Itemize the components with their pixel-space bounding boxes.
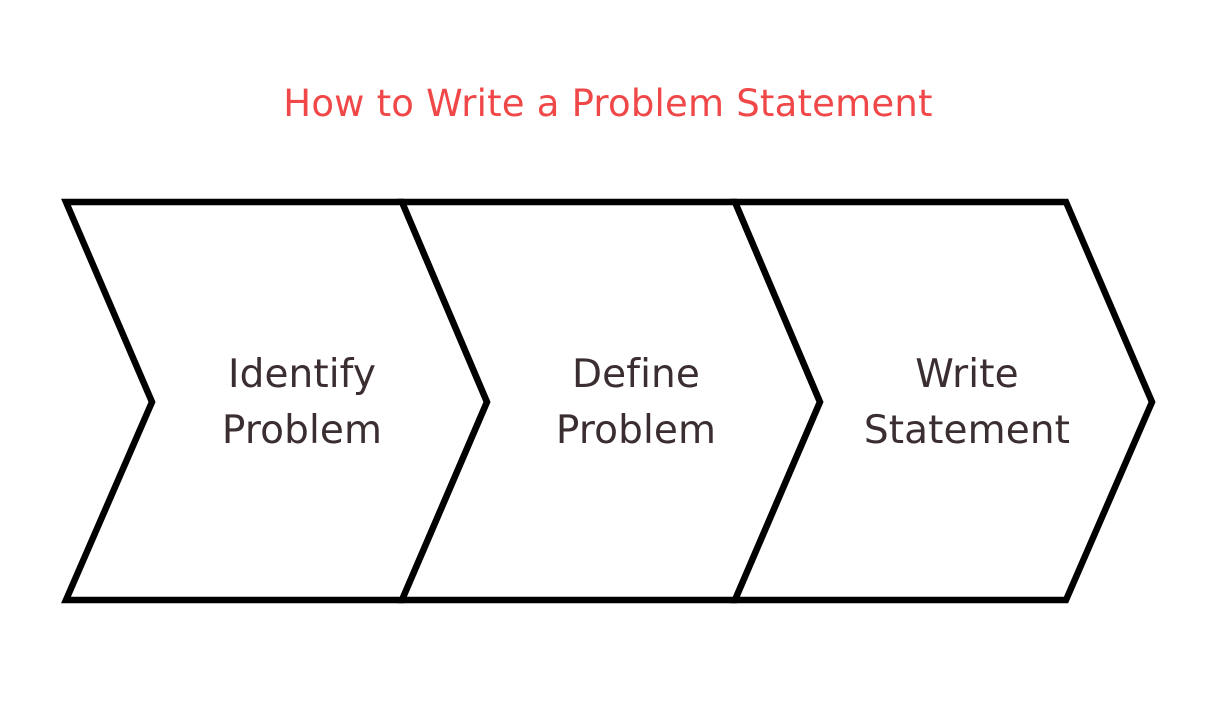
chevron-label-2-line-1: Define	[572, 352, 700, 397]
page-title: How to Write a Problem Statement	[283, 82, 932, 125]
chevron-label-2-line-2: Problem	[556, 408, 716, 453]
chevron-label-1-line-2: Problem	[222, 408, 382, 453]
chevron-label-3-line-1: Write	[915, 352, 1018, 397]
chevron-step-3[interactable]: Write Statement	[730, 198, 1156, 604]
chevron-step-2[interactable]: Define Problem	[397, 198, 824, 604]
chevron-shape-3[interactable]	[730, 198, 1156, 604]
chevron-label-3-line-2: Statement	[864, 408, 1070, 453]
chevron-label-1-line-1: Identify	[228, 352, 376, 397]
